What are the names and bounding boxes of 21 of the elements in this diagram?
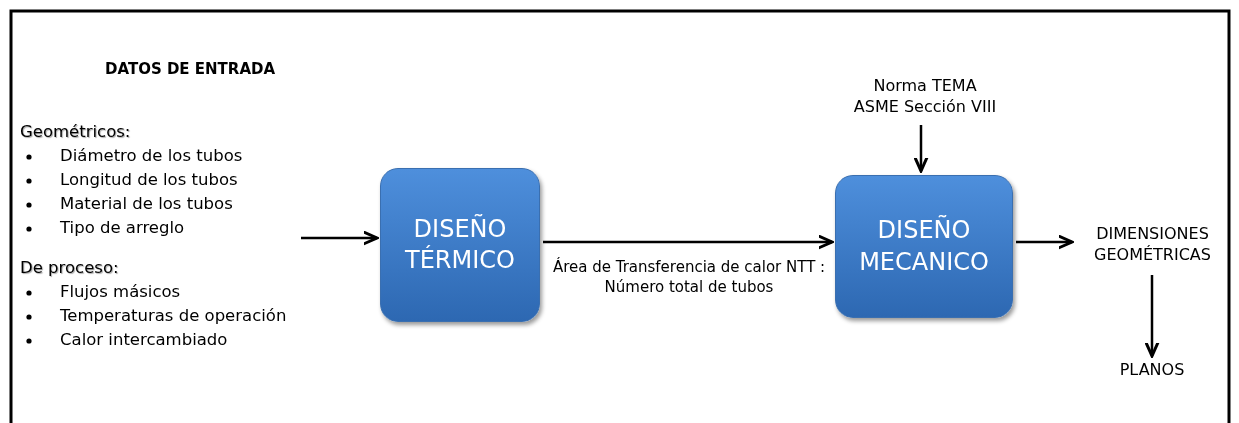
list-item: Temperaturas de operación	[60, 306, 287, 325]
list-item: Longitud de los tubos	[60, 170, 238, 189]
list-item: Material de los tubos	[60, 194, 233, 213]
process-box: DISEÑO MECANICO	[835, 175, 1013, 318]
list-item: Flujos másicos	[60, 282, 181, 301]
arrow	[301, 230, 379, 246]
list-item: Diámetro de los tubos	[60, 146, 243, 165]
arrow	[1144, 275, 1160, 358]
list-item: Tipo de arreglo	[60, 218, 185, 237]
arrow	[1016, 234, 1074, 250]
list-item: Calor intercambiado	[60, 330, 228, 349]
arrow	[543, 234, 834, 250]
process-box: DISEÑO TÉRMICO	[380, 168, 540, 322]
text-label: Norma TEMA	[872, 76, 978, 97]
text-label: DIMENSIONES GEOMÉTRICAS	[1075, 224, 1230, 270]
list-heading: Geométricos:	[20, 122, 131, 141]
list-heading: De proceso:	[20, 258, 119, 277]
text-label: ASME Sección VIII	[852, 96, 998, 118]
arrow	[913, 125, 929, 173]
text-label: PLANOS	[1100, 360, 1204, 384]
heading: DATOS DE ENTRADA	[105, 60, 276, 78]
